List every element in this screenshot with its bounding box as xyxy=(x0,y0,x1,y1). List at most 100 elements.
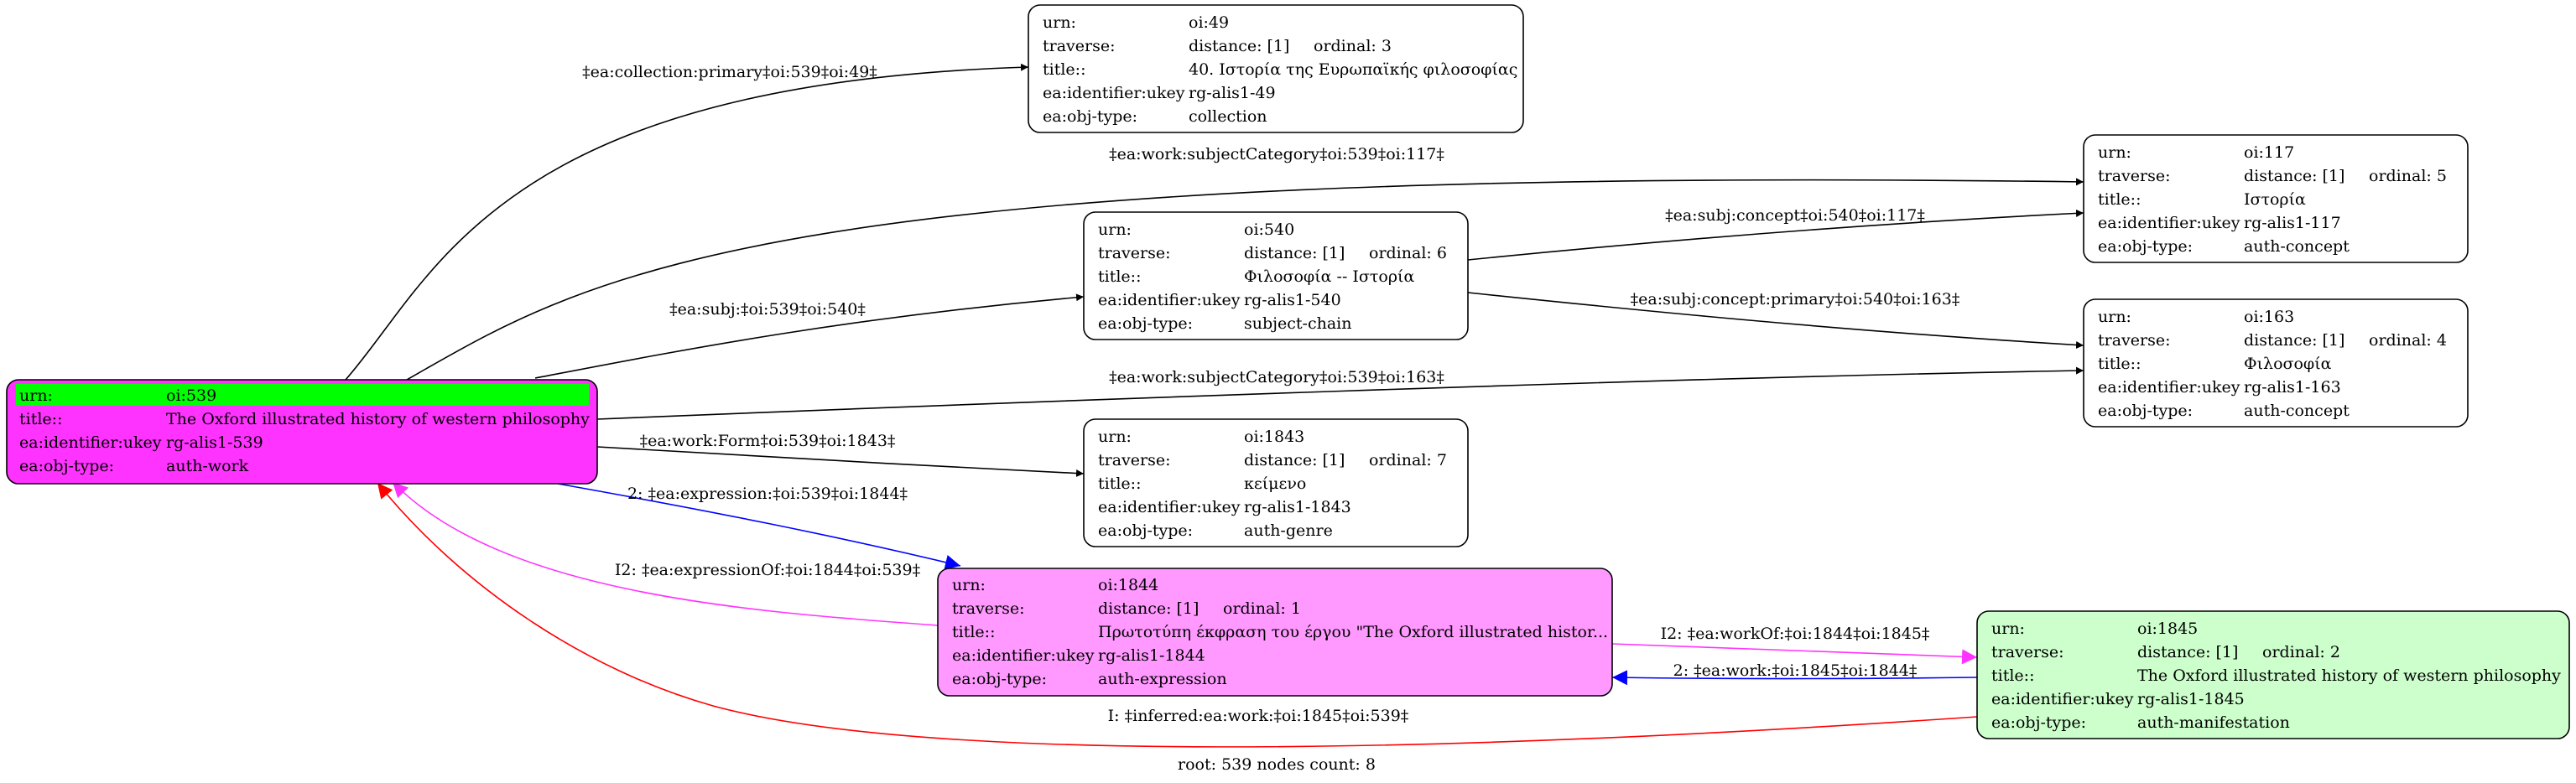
row-value: 40. Ιστορία της Ευρωπαϊκής φιλοσοφίας xyxy=(1189,60,1517,79)
node-oi-540[interactable]: urn: oi:540 traverse: distance: [1] ordi… xyxy=(1083,211,1469,340)
row-value: distance: [1] xyxy=(1244,451,1345,469)
row-value: subject-chain xyxy=(1244,314,1352,333)
urn-value-highlight xyxy=(164,384,589,406)
row-key: urn: xyxy=(19,386,53,405)
row-value: oi:1844 xyxy=(1098,576,1158,594)
edge-label: ‡ea:work:Form‡oi:539‡oi:1843‡ xyxy=(640,432,896,450)
row-value: auth-work xyxy=(166,457,249,475)
node-oi-1845[interactable]: urn: oi:1845 traverse: distance: [1] ord… xyxy=(1976,610,2570,739)
edge-label: ‡ea:work:subjectCategory‡oi:539‡oi:163‡ xyxy=(1109,368,1444,386)
row-key: ea:obj-type: xyxy=(19,457,114,475)
row-key: title:: xyxy=(1991,666,2034,685)
urn-key-highlight xyxy=(16,384,164,406)
edge-539-to-540: ‡ea:subj:‡oi:539‡oi:540‡ xyxy=(534,293,1085,379)
row-value: distance: [1] xyxy=(2137,643,2238,661)
edge-540-to-163: ‡ea:subj:concept:primary‡oi:540‡oi:163‡ xyxy=(1467,290,2084,349)
row-key: title:: xyxy=(2098,355,2141,373)
edge-1845-to-539: I: ‡inferred:ea:work:‡oi:1845‡oi:539‡ xyxy=(377,482,1978,748)
row-value: The Oxford illustrated history of wester… xyxy=(166,410,590,428)
row-key: ea:identifier:ukey xyxy=(952,646,1095,665)
node-oi-1844[interactable]: urn: oi:1844 traverse: distance: [1] ord… xyxy=(937,568,1613,697)
row-key: urn: xyxy=(2098,143,2131,162)
row-value: Πρωτοτύπη έκφραση του έργου "The Oxford … xyxy=(1098,623,1608,641)
edge-539-to-163: ‡ea:work:subjectCategory‡oi:539‡oi:163‡ xyxy=(596,366,2084,420)
row-value: oi:1843 xyxy=(1244,428,1304,446)
node-oi-49[interactable]: urn: oi:49 traverse: distance: [1] ordin… xyxy=(1028,4,1524,133)
row-value: rg-alis1-49 xyxy=(1189,84,1276,102)
row-value: oi:163 xyxy=(2244,308,2294,326)
edge-label: 2: ‡ea:work:‡oi:1845‡oi:1844‡ xyxy=(1673,661,1918,680)
row-key: ea:identifier:ukey xyxy=(2098,214,2240,232)
row-value: oi:1845 xyxy=(2137,620,2198,638)
row-key: ea:obj-type: xyxy=(2098,237,2193,256)
row-value: distance: [1] xyxy=(1189,37,1289,55)
row-value: collection xyxy=(1189,107,1267,126)
row-key: urn: xyxy=(952,576,986,594)
edge-1844-to-539: I2: ‡ea:expressionOf:‡oi:1844‡oi:539‡ xyxy=(392,481,939,626)
row-key: ea:identifier:ukey xyxy=(1098,498,1241,516)
row-value: auth-expression xyxy=(1098,670,1227,688)
graph-footer: root: 539 nodes count: 8 xyxy=(1178,755,1376,774)
row-key: traverse: xyxy=(1043,37,1116,55)
edge-label: I2: ‡ea:workOf:‡oi:1844‡oi:1845‡ xyxy=(1661,625,1930,643)
row-value: rg-alis1-1844 xyxy=(1098,646,1205,665)
row-value: distance: [1] xyxy=(2244,331,2344,350)
row-key: ea:identifier:ukey xyxy=(1991,690,2134,708)
edge-540-to-117: ‡ea:subj:concept‡oi:540‡oi:117‡ xyxy=(1467,206,2084,261)
row-extra: ordinal: 7 xyxy=(1369,451,1447,469)
row-value: oi:49 xyxy=(1189,13,1229,32)
row-extra: ordinal: 4 xyxy=(2369,331,2447,350)
row-value: distance: [1] xyxy=(2244,167,2344,185)
edge-label: I: ‡inferred:ea:work:‡oi:1845‡oi:539‡ xyxy=(1108,707,1409,725)
row-value: auth-concept xyxy=(2244,237,2350,256)
node-oi-163[interactable]: urn: oi:163 traverse: distance: [1] ordi… xyxy=(2083,298,2469,428)
row-value: rg-alis1-117 xyxy=(2244,214,2341,232)
row-value: oi:117 xyxy=(2244,143,2294,162)
row-key: ea:obj-type: xyxy=(952,670,1047,688)
row-key: ea:obj-type: xyxy=(1098,314,1193,333)
edge-label: ‡ea:subj:‡oi:539‡oi:540‡ xyxy=(669,300,866,319)
row-key: urn: xyxy=(1098,428,1132,446)
edge-label: ‡ea:subj:concept‡oi:540‡oi:117‡ xyxy=(1665,206,1925,225)
row-key: traverse: xyxy=(2098,167,2171,185)
row-value: rg-alis1-163 xyxy=(2244,378,2341,397)
edge-label: I2: ‡ea:expressionOf:‡oi:1844‡oi:539‡ xyxy=(615,561,920,579)
row-key: urn: xyxy=(1043,13,1076,32)
row-value: auth-manifestation xyxy=(2137,713,2290,732)
row-key: urn: xyxy=(1991,620,2025,638)
row-value: auth-genre xyxy=(1244,521,1333,540)
row-key: title:: xyxy=(1098,267,1141,286)
row-key: ea:obj-type: xyxy=(1043,107,1137,126)
row-value: rg-alis1-539 xyxy=(166,433,263,452)
row-value: distance: [1] xyxy=(1098,599,1199,618)
row-key: title:: xyxy=(19,410,62,428)
row-key: title:: xyxy=(1043,60,1085,79)
edge-label: ‡ea:collection:primary‡oi:539‡oi:49‡ xyxy=(582,63,877,81)
edge-539-to-49: ‡ea:collection:primary‡oi:539‡oi:49‡ xyxy=(345,63,1029,381)
row-value: rg-alis1-1843 xyxy=(1244,498,1351,516)
row-key: title:: xyxy=(952,623,995,641)
row-value: oi:540 xyxy=(1244,220,1294,239)
edge-1844-to-1845: I2: ‡ea:workOf:‡oi:1844‡oi:1845‡ xyxy=(1611,625,1978,665)
edge-539-to-1843: ‡ea:work:Form‡oi:539‡oi:1843‡ xyxy=(596,432,1085,478)
row-key: ea:identifier:ukey xyxy=(19,433,162,452)
row-value: Φιλοσοφία xyxy=(2244,355,2332,373)
row-key: traverse: xyxy=(2098,331,2171,350)
row-value: κείμενο xyxy=(1244,474,1306,493)
edge-label: 2: ‡ea:expression:‡oi:539‡oi:1844‡ xyxy=(627,485,908,503)
row-value: auth-concept xyxy=(2244,402,2350,420)
edge-539-to-1844: 2: ‡ea:expression:‡oi:539‡oi:1844‡ xyxy=(557,483,961,570)
node-oi-539[interactable]: urn: oi:539 title:: The Oxford illustrat… xyxy=(6,379,598,485)
row-key: ea:obj-type: xyxy=(1098,521,1193,540)
node-oi-1843[interactable]: urn: oi:1843 traverse: distance: [1] ord… xyxy=(1083,418,1469,547)
row-extra: ordinal: 3 xyxy=(1314,37,1392,55)
edge-label: ‡ea:subj:concept:primary‡oi:540‡oi:163‡ xyxy=(1631,290,1960,309)
node-oi-117[interactable]: urn: oi:117 traverse: distance: [1] ordi… xyxy=(2083,134,2469,263)
row-extra: ordinal: 1 xyxy=(1223,599,1301,618)
edge-label: ‡ea:work:subjectCategory‡oi:539‡oi:117‡ xyxy=(1109,145,1444,163)
row-value: rg-alis1-1845 xyxy=(2137,690,2245,708)
row-key: urn: xyxy=(2098,308,2131,326)
row-key: ea:identifier:ukey xyxy=(2098,378,2240,397)
row-value: oi:539 xyxy=(166,386,216,405)
row-key: traverse: xyxy=(1098,451,1171,469)
